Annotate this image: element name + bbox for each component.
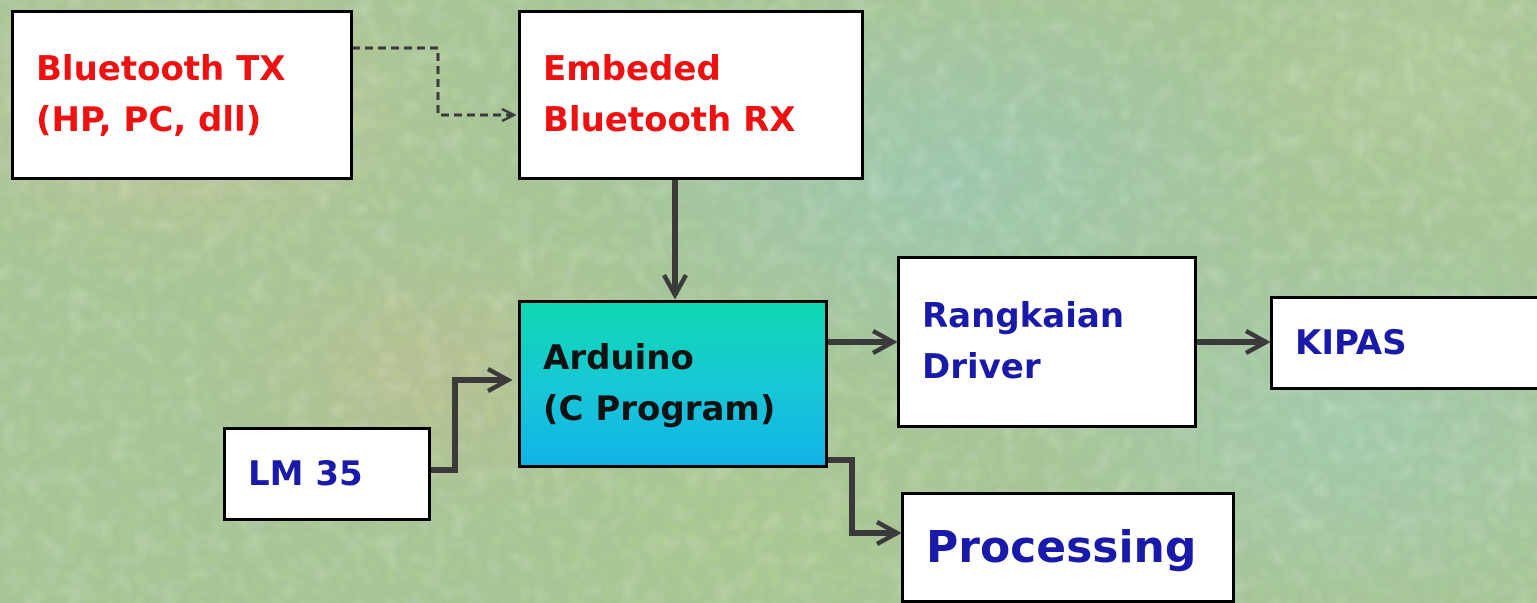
node-lm35: LM 35: [223, 427, 431, 521]
node-arduino: Arduino (C Program): [518, 300, 828, 468]
node-arduino-line2: (C Program): [543, 389, 776, 429]
node-lm35-line1: LM 35: [248, 453, 363, 494]
node-bluetooth-rx-line1: Embeded: [543, 49, 721, 89]
node-bluetooth-tx-line1: Bluetooth TX: [36, 49, 286, 89]
node-driver-line1: Rangkaian: [922, 296, 1125, 336]
edge-lm35-to-arduino: [430, 380, 508, 473]
node-rangkaian-driver: Rangkaian Driver: [897, 256, 1197, 428]
node-processing-line1: Processing: [926, 521, 1197, 573]
node-driver-line2: Driver: [922, 347, 1041, 387]
node-processing: Processing: [901, 492, 1235, 603]
node-kipas: KIPAS: [1270, 296, 1537, 390]
node-bluetooth-rx-line2: Bluetooth RX: [543, 100, 796, 140]
node-arduino-line1: Arduino: [543, 338, 694, 378]
edge-arduino-to-processing: [826, 457, 897, 533]
node-bluetooth-tx-line2: (HP, PC, dll): [36, 100, 262, 140]
edge-bt-tx-to-bt-rx: [352, 46, 514, 115]
node-bluetooth-rx: Embeded Bluetooth RX: [518, 10, 864, 180]
node-kipas-line1: KIPAS: [1295, 322, 1407, 363]
node-bluetooth-tx: Bluetooth TX (HP, PC, dll): [11, 10, 353, 180]
